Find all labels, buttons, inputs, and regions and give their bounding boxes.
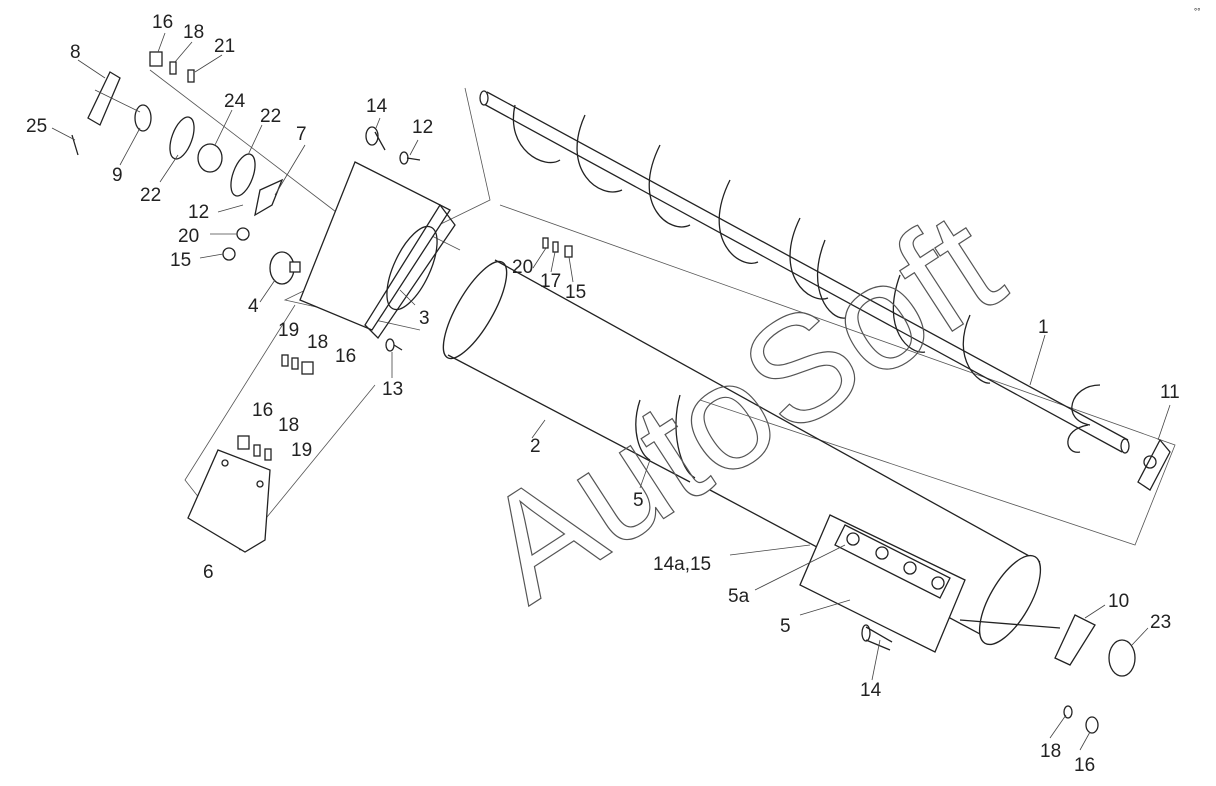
callout-labels: 1 2 3 4 5 5 5a 6 7 8 9 10 11 12 12 13 14… bbox=[26, 12, 1180, 776]
bolts-top bbox=[365, 126, 421, 352]
corner-mark: °° bbox=[1194, 7, 1200, 16]
callout-5-top: 5 bbox=[633, 490, 644, 511]
callout-21: 21 bbox=[214, 36, 235, 57]
callout-13: 13 bbox=[382, 379, 403, 400]
callout-7: 7 bbox=[296, 124, 307, 145]
shield-plate bbox=[187, 449, 271, 553]
callout-19-b: 19 bbox=[291, 440, 312, 461]
callout-3: 3 bbox=[419, 308, 430, 329]
callout-23: 23 bbox=[1150, 612, 1171, 633]
callout-15-mid: 15 bbox=[565, 282, 586, 303]
callout-10: 10 bbox=[1108, 591, 1129, 612]
callout-8: 8 bbox=[70, 42, 81, 63]
callout-16-bottom: 16 bbox=[1074, 755, 1095, 776]
callout-18-top: 18 bbox=[183, 22, 204, 43]
callout-12-top: 12 bbox=[412, 117, 433, 138]
hardware-top-left bbox=[71, 51, 284, 261]
callout-18-mid1: 18 bbox=[307, 332, 328, 353]
callout-22-b: 22 bbox=[140, 185, 161, 206]
callout-9: 9 bbox=[112, 165, 123, 186]
watermark: AutoSoft bbox=[454, 179, 1028, 633]
callout-17: 17 bbox=[540, 271, 561, 292]
callout-2: 2 bbox=[530, 436, 541, 457]
callout-20-mid: 20 bbox=[512, 257, 533, 278]
callout-16-mid2: 16 bbox=[252, 400, 273, 421]
callout-1: 1 bbox=[1038, 317, 1049, 338]
callout-25: 25 bbox=[26, 116, 47, 137]
callout-18-bottom: 18 bbox=[1040, 741, 1061, 762]
callout-4: 4 bbox=[248, 296, 259, 317]
callout-12-left: 12 bbox=[188, 202, 209, 223]
callout-22-a: 22 bbox=[260, 106, 281, 127]
callout-16-mid1: 16 bbox=[335, 346, 356, 367]
callout-14a-15: 14a,15 bbox=[653, 554, 711, 575]
bolt-bottom bbox=[861, 624, 893, 651]
callout-24: 24 bbox=[224, 91, 246, 112]
bearing-plate-right bbox=[1137, 438, 1171, 491]
callout-14-top: 14 bbox=[366, 96, 388, 117]
callout-15-left: 15 bbox=[170, 250, 191, 271]
callout-5-bottom: 5 bbox=[780, 616, 791, 637]
callout-16-top: 16 bbox=[152, 12, 173, 33]
housing-bracket bbox=[299, 161, 456, 340]
callout-11: 11 bbox=[1160, 382, 1180, 403]
bearing-flange-right bbox=[1054, 614, 1136, 734]
auger-shaft bbox=[479, 90, 1130, 454]
hardware-middle bbox=[237, 237, 573, 461]
callout-14-bottom: 14 bbox=[860, 680, 882, 701]
access-cover-plate bbox=[799, 514, 966, 653]
callout-18-mid2: 18 bbox=[278, 415, 299, 436]
rubber-mount bbox=[269, 251, 301, 285]
leader-lines bbox=[51, 32, 1171, 751]
callout-6: 6 bbox=[203, 562, 214, 583]
callout-20-left: 20 bbox=[178, 226, 199, 247]
callout-5a: 5a bbox=[728, 586, 750, 607]
callout-19-a: 19 bbox=[278, 320, 299, 341]
